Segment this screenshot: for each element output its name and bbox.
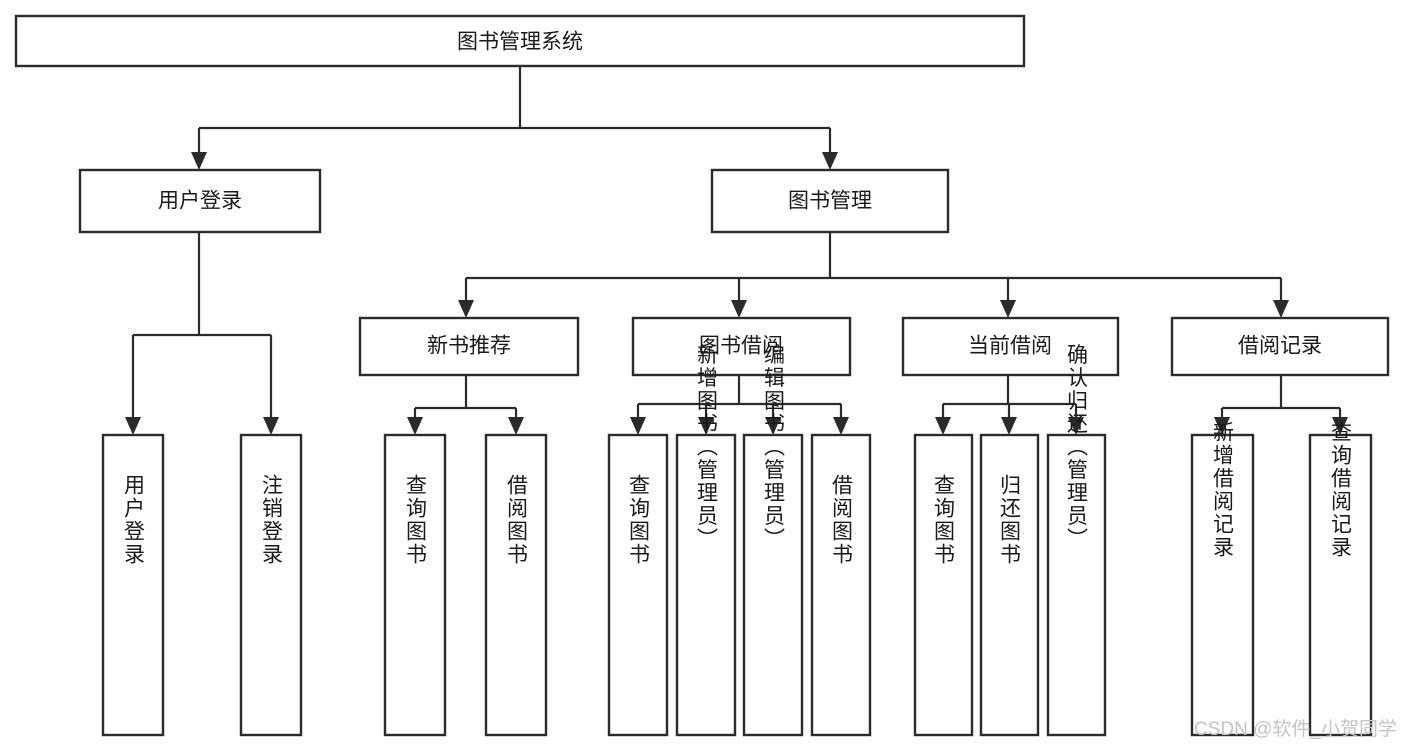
node-leaf-borrow-add-book-label: 新增图书（管理员） (695, 344, 719, 551)
node-user-login[interactable]: 用户登录 (78, 168, 322, 234)
arrowhead-book-manage-to-record (1273, 300, 1289, 318)
node-book-borrow-label: 图书借阅 (699, 335, 783, 358)
node-leaf-recommend-query-book-box[interactable] (383, 433, 447, 737)
arrowhead-record-leaf-2 (1332, 417, 1348, 435)
node-leaf-current-confirm-return-box[interactable] (1046, 433, 1107, 737)
node-book-manage[interactable]: 图书管理 (710, 168, 950, 234)
arrowhead-user-login-leaf-1 (125, 417, 141, 435)
node-leaf-record-add-label: 新增借阅记录 (1211, 421, 1235, 559)
arrowhead-recommend-leaf-2 (508, 417, 524, 435)
node-leaf-recommend-query-book-label: 查询图书 (404, 474, 428, 566)
node-leaf-recommend-borrow-book-label: 借阅图书 (505, 474, 529, 566)
node-user-login-box[interactable] (78, 168, 322, 234)
node-new-book-recommend[interactable]: 新书推荐 (358, 316, 580, 377)
node-new-book-recommend-box[interactable] (358, 316, 580, 377)
node-leaf-record-add[interactable]: 新增借阅记录 (1190, 421, 1255, 737)
node-new-book-recommend-label: 新书推荐 (427, 335, 511, 358)
node-leaf-borrow-add-book-box[interactable] (675, 433, 737, 737)
node-book-manage-label: 图书管理 (788, 190, 872, 213)
node-leaf-user-logout[interactable]: 注销登录 (239, 433, 303, 737)
node-leaf-borrow-query-book-label: 查询图书 (627, 474, 651, 566)
node-leaf-record-add-box[interactable] (1190, 433, 1255, 737)
node-leaf-recommend-borrow-book[interactable]: 借阅图书 (484, 433, 548, 737)
node-leaf-current-return-book-label: 归还图书 (998, 474, 1022, 566)
node-leaf-current-return-book[interactable]: 归还图书 (979, 433, 1040, 737)
node-leaf-current-query-book-label: 查询图书 (932, 474, 956, 566)
node-borrow-record-box[interactable] (1170, 316, 1390, 377)
node-leaf-record-query-label: 查询借阅记录 (1329, 421, 1353, 559)
arrowhead-borrow-leaf-3 (765, 417, 781, 435)
node-book-borrow-box[interactable] (631, 316, 852, 377)
node-leaf-borrow-edit-book[interactable]: 编辑图书（管理员） (742, 344, 804, 737)
node-leaf-borrow-edit-book-box[interactable] (742, 433, 804, 737)
connector-layer (125, 66, 1348, 435)
node-leaf-user-logout-box[interactable] (239, 433, 303, 737)
node-leaf-current-query-book[interactable]: 查询图书 (913, 433, 974, 737)
arrowhead-book-manage-to-borrow (731, 300, 747, 318)
arrowhead-root-to-user-login (191, 152, 207, 170)
node-leaf-user-login-box[interactable] (101, 433, 165, 737)
node-leaf-borrow-query-book[interactable]: 查询图书 (607, 433, 669, 737)
node-user-login-label: 用户登录 (158, 190, 242, 213)
arrowhead-recommend-leaf-1 (407, 417, 423, 435)
csdn-watermark: CSDN @软件_小贺同学 (1194, 719, 1397, 740)
node-book-borrow[interactable]: 图书借阅 (631, 316, 852, 377)
node-current-borrow-box[interactable] (901, 316, 1120, 377)
node-book-manage-box[interactable] (710, 168, 950, 234)
arrowhead-borrow-leaf-4 (833, 417, 849, 435)
node-leaf-user-login[interactable]: 用户登录 (101, 433, 165, 737)
arrowhead-record-leaf-1 (1214, 417, 1230, 435)
arrowhead-root-to-book-manage (822, 152, 838, 170)
arrowhead-current-leaf-3 (1068, 417, 1084, 435)
node-leaf-borrow-query-book-box[interactable] (607, 433, 669, 737)
node-leaf-current-query-book-box[interactable] (913, 433, 974, 737)
node-root-label: 图书管理系统 (457, 31, 583, 54)
node-borrow-record-label: 借阅记录 (1238, 335, 1322, 358)
node-borrow-record[interactable]: 借阅记录 (1170, 316, 1390, 377)
node-root-box[interactable] (14, 14, 1026, 68)
node-leaf-borrow-add-book[interactable]: 新增图书（管理员） (675, 344, 737, 737)
arrowhead-borrow-leaf-2 (698, 417, 714, 435)
node-leaf-borrow-borrow-book-box[interactable] (810, 433, 872, 737)
node-leaf-record-query[interactable]: 查询借阅记录 (1308, 421, 1373, 737)
node-leaf-current-confirm-return-label: 确认归还（管理员） (1065, 344, 1089, 551)
node-leaf-current-return-book-box[interactable] (979, 433, 1040, 737)
node-leaf-recommend-query-book[interactable]: 查询图书 (383, 433, 447, 737)
node-current-borrow[interactable]: 当前借阅 (901, 316, 1120, 377)
arrowhead-current-leaf-1 (935, 417, 951, 435)
arrowhead-book-manage-to-current (1000, 300, 1016, 318)
arrowhead-current-leaf-2 (1001, 417, 1017, 435)
node-leaf-record-query-box[interactable] (1308, 433, 1373, 737)
node-leaf-user-logout-label: 注销登录 (260, 474, 284, 566)
node-leaf-borrow-borrow-book-label: 借阅图书 (830, 474, 854, 566)
arrowhead-book-manage-to-recommend (458, 300, 474, 318)
node-root[interactable]: 图书管理系统 (14, 14, 1026, 68)
node-leaf-borrow-edit-book-label: 编辑图书（管理员） (762, 344, 786, 551)
arrowhead-user-login-leaf-2 (263, 417, 279, 435)
node-current-borrow-label: 当前借阅 (968, 335, 1052, 358)
node-leaf-current-confirm-return[interactable]: 确认归还（管理员） (1046, 344, 1107, 737)
node-leaf-recommend-borrow-book-box[interactable] (484, 433, 548, 737)
arrowhead-borrow-leaf-1 (630, 417, 646, 435)
node-leaf-borrow-borrow-book[interactable]: 借阅图书 (810, 433, 872, 737)
node-leaf-user-login-label: 用户登录 (122, 474, 146, 566)
